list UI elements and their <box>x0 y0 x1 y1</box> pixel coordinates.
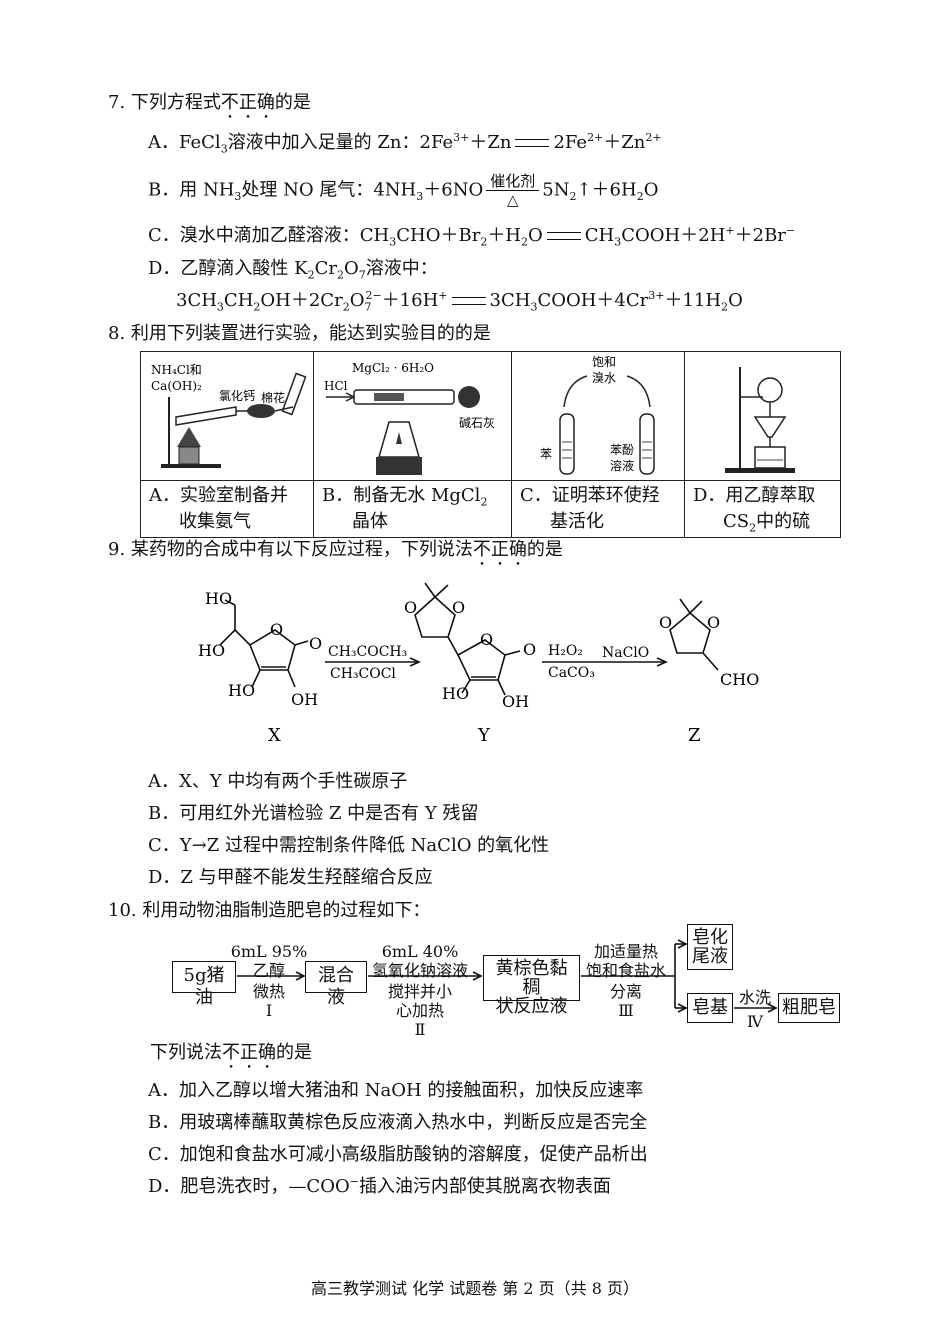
svg-text:MgCl₂ · 6H₂O: MgCl₂ · 6H₂O <box>352 361 434 375</box>
svg-text:O: O <box>707 613 720 632</box>
q10-option-c: C．加饱和食盐水可减小高级脂肪酸钠的溶解度，促使产品析出 <box>148 1144 648 1165</box>
svg-text:O: O <box>404 598 417 617</box>
svg-text:碱石灰: 碱石灰 <box>459 416 495 430</box>
ammonia-apparatus-figure: NH₄Cl和 Ca(OH)₂ 氯化钙 棉花 <box>151 363 307 468</box>
svg-text:O: O <box>309 634 322 653</box>
q9-option-b: B．可用红外光谱检验 Z 中是否有 Y 残留 <box>148 803 479 824</box>
option-d-caption-line1: D．用乙醇萃取 <box>693 485 816 506</box>
label-y: Y <box>477 725 491 746</box>
option-d-caption-line2: CS2中的硫 <box>723 511 811 535</box>
q9-reaction-scheme: HO HO O O HO OH X CH₃COCH₃ CH₃COCl O O O… <box>198 582 759 746</box>
svg-text:HO: HO <box>442 684 469 703</box>
q10-option-a: A．加入乙醇以增大猪油和 NaOH 的接触面积，加快反应速率 <box>148 1080 644 1101</box>
equals-sign <box>451 297 486 305</box>
svg-text:苯: 苯 <box>540 447 552 461</box>
svg-text:O: O <box>523 640 536 659</box>
svg-text:O: O <box>270 620 283 639</box>
apparatus-table: NH₄Cl和 Ca(OH)₂ 氯化钙 棉花 A．实验室制备并收集氨气 MgCl₂… <box>140 351 841 538</box>
svg-text:O: O <box>452 598 465 617</box>
flow-box-waste-liquid: 皂化尾液 <box>687 924 733 970</box>
q9-option-a: A．X、Y 中均有两个手性碳原子 <box>148 771 408 792</box>
apparatus-a-cell: NH₄Cl和 Ca(OH)₂ 氯化钙 棉花 A．实验室制备并收集氨气 <box>140 351 314 538</box>
equals-sign <box>515 139 550 147</box>
option-c-caption-line1: C．证明苯环使羟 <box>520 485 660 506</box>
flow-box-lard: 5g猪油 <box>172 961 236 1008</box>
molecule-y <box>414 582 521 696</box>
option-c-caption-line2: 基活化 <box>550 511 604 532</box>
svg-text:溶液: 溶液 <box>610 458 634 473</box>
svg-text:NaClO: NaClO <box>602 645 649 661</box>
svg-text:CH₃COCH₃: CH₃COCH₃ <box>328 644 407 660</box>
bromine-test-figure: 饱和 溴水 苯 苯酚 溶液 <box>540 354 655 475</box>
option-b-caption-line1: B．制备无水 MgCl2 <box>322 485 488 509</box>
q9-stem: 9. 某药物的合成中有以下反应过程，下列说法不正确的是 <box>108 539 563 560</box>
step3-label: 加适量热饱和食盐水 <box>585 942 666 980</box>
flow-box-soap-base: 皂基 <box>687 993 733 1023</box>
option-a-caption-line1: A．实验室制备并 <box>149 485 288 506</box>
svg-text:氯化钙: 氯化钙 <box>219 389 255 403</box>
option-a-caption-line2: 收集氨气 <box>179 511 251 532</box>
svg-text:苯酚: 苯酚 <box>610 443 634 457</box>
apparatus-d-cell: D．用乙醇萃取 CS2中的硫 <box>684 351 841 538</box>
q10-stem: 10. 利用动物油脂制造肥皂的过程如下： <box>108 900 431 921</box>
step4-label: 水洗 <box>738 988 771 1007</box>
equals-sign <box>546 232 581 240</box>
svg-text:HO: HO <box>198 641 225 660</box>
flow-box-crude-soap: 粗肥皂 <box>778 993 840 1023</box>
reaction-condition: 催化剂△ <box>486 172 540 209</box>
svg-text:HO: HO <box>205 589 232 608</box>
molecule-x <box>219 599 309 688</box>
apparatus-c-cell: 饱和 溴水 苯 苯酚 溶液 C．证明苯环使羟基活化 <box>511 351 685 538</box>
q8-stem: 8. 利用下列装置进行实验，能达到实验目的的是 <box>108 323 491 344</box>
svg-text:CH₃COCl: CH₃COCl <box>330 666 396 682</box>
q7-option-d-equation: 3CH3CH2OH＋2Cr2O72−＋16H+3CH3COOH＋4Cr3+＋11… <box>176 289 743 314</box>
svg-text:HO: HO <box>228 681 255 700</box>
svg-text:H₂O₂: H₂O₂ <box>548 643 583 659</box>
svg-text:HCl: HCl <box>324 379 348 393</box>
mgcl2-apparatus-figure: MgCl₂ · 6H₂O HCl 碱石灰 <box>324 361 495 475</box>
q7-stem: 7. 下列方程式不正确的是 <box>108 92 311 113</box>
label-x: X <box>268 725 281 746</box>
svg-text:OH: OH <box>291 690 318 709</box>
q10-option-b: B．用玻璃棒蘸取黄棕色反应液滴入热水中，判断反应是否完全 <box>148 1112 648 1133</box>
molecule-z <box>669 598 719 671</box>
svg-text:O: O <box>659 613 672 632</box>
step2-label: 6mL 40%氢氧化钠溶液 <box>371 942 468 980</box>
svg-text:CHO: CHO <box>720 670 759 689</box>
step1-label: 6mL 95%乙醇 <box>230 942 308 980</box>
svg-text:OH: OH <box>502 692 529 711</box>
svg-text:Ca(OH)₂: Ca(OH)₂ <box>151 379 202 393</box>
q9-option-c: C．Y→Z 过程中需控制条件降低 NaClO 的氧化性 <box>148 835 550 856</box>
q9-option-d: D．Z 与甲醛不能发生羟醛缩合反应 <box>148 867 433 888</box>
svg-text:棉花: 棉花 <box>261 390 285 405</box>
q10-option-d: D．肥皂洗衣时，—COO−插入油污内部使其脱离衣物表面 <box>148 1175 611 1197</box>
page-footer: 高三教学测试 化学 试题卷 第 2 页（共 8 页） <box>311 1279 639 1298</box>
q7-option-d: D．乙醇滴入酸性 K2Cr2O7溶液中： <box>148 258 438 282</box>
flow-box-mixture: 混合液 <box>305 961 367 1008</box>
svg-text:饱和: 饱和 <box>592 354 616 369</box>
svg-text:NH₄Cl和: NH₄Cl和 <box>151 363 202 377</box>
flow-box-reaction-liquid: 黄棕色黏稠状反应液 <box>483 955 580 1016</box>
svg-text:溴水: 溴水 <box>592 371 616 385</box>
option-b-caption-line2: 晶体 <box>352 511 388 532</box>
svg-text:O: O <box>480 630 493 649</box>
extraction-apparatus-figure <box>725 367 795 473</box>
q10-substem: 下列说法不正确的是 <box>150 1042 312 1063</box>
step4-number: Ⅳ <box>747 1012 763 1031</box>
label-z: Z <box>688 725 701 746</box>
svg-text:CaCO₃: CaCO₃ <box>548 665 595 681</box>
